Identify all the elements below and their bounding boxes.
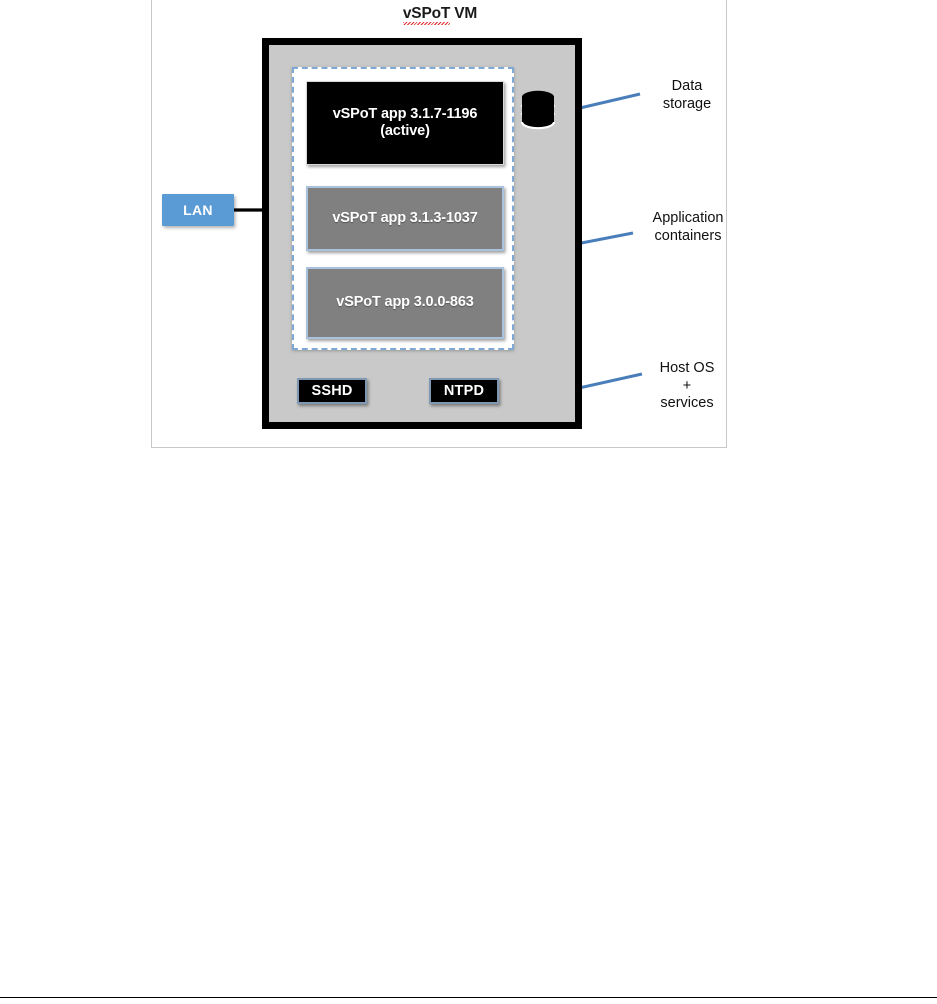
vm-boundary: vSPoT app 3.1.7-1196 (active) vSPoT app … — [262, 38, 582, 429]
figure-diagram: vSPoT VM vSPoT app 3.1.7-1196 (active) — [151, 0, 727, 448]
annotation-host-os: Host OS + services — [637, 360, 737, 413]
annotation-line1: Host OS — [659, 360, 715, 376]
app-container-active[interactable]: vSPoT app 3.1.7-1196 (active) — [306, 81, 504, 165]
database-cylinder-icon — [520, 90, 556, 130]
annotation-line2: storage — [662, 95, 712, 112]
service-label: NTPD — [443, 383, 485, 399]
app-container-label-line1: vSPoT app 3.1.3-1037 — [332, 209, 478, 226]
annotation-line2: containers — [654, 227, 722, 244]
title-misspelled-word: vSPoT — [402, 5, 451, 25]
app-container-label-line2: (active) — [380, 123, 430, 139]
annotation-data-storage: Data storage — [637, 78, 737, 113]
annotation-line1: Application — [652, 210, 724, 226]
app-container-label-line1: vSPoT app 3.1.7-1196 — [332, 105, 478, 122]
service-label: SSHD — [311, 383, 353, 399]
title-remainder: VM — [450, 5, 478, 22]
service-ntpd[interactable]: NTPD — [429, 378, 499, 404]
app-container-label-line1: vSPoT app 3.0.0-863 — [336, 294, 474, 311]
annotation-line1: Data — [671, 78, 703, 94]
annotation-application-containers: Application containers — [630, 210, 746, 245]
app-container-3-0-0[interactable]: vSPoT app 3.0.0-863 — [306, 267, 504, 339]
service-sshd[interactable]: SSHD — [297, 378, 367, 404]
app-container-3-1-3[interactable]: vSPoT app 3.1.3-1037 — [306, 186, 504, 251]
annotation-line3: services — [660, 395, 714, 412]
application-containers-region: vSPoT app 3.1.7-1196 (active) vSPoT app … — [292, 67, 514, 350]
annotation-line2: + — [682, 377, 692, 394]
lan-label: LAN — [183, 202, 213, 218]
page-footer-rule — [0, 997, 937, 998]
page-title: vSPoT VM — [152, 5, 728, 25]
lan-node[interactable]: LAN — [162, 194, 234, 226]
